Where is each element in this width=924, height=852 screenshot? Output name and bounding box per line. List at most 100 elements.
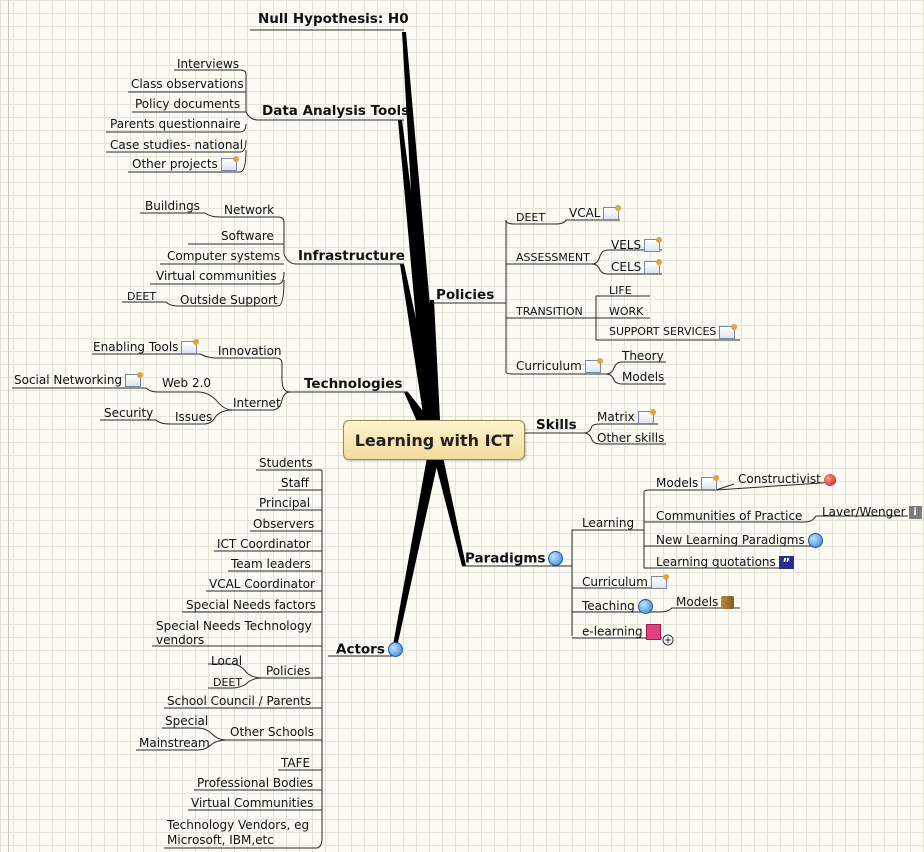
topic-null-hypothesis[interactable]: Null Hypothesis: H0 [258,11,409,27]
subtopic-web20[interactable]: Web 2.0 [162,376,212,390]
subtopic-policy-documents[interactable]: Policy documents [135,97,241,111]
note-icon[interactable] [220,156,239,171]
branch-paradigms [432,450,466,566]
subtopic-professional-bodies[interactable]: Professional Bodies [197,776,314,790]
note-icon[interactable] [644,237,663,252]
subtopic-enabling-tools[interactable]: Enabling Tools [93,339,200,354]
topic-skills[interactable]: Skills [536,417,577,433]
subtopic-sn-tech-vendors-line1[interactable]: Special Needs Technology [156,619,312,633]
note-icon[interactable] [637,409,656,424]
web-icon[interactable] [548,551,564,566]
subtopic-case-studies[interactable]: Case studies- national [110,138,244,152]
subtopic-team-leaders[interactable]: Team leaders [231,557,311,571]
subtopic-sn-tech-vendors-line2[interactable]: vendors [156,633,205,647]
subtopic-innovation[interactable]: Innovation [218,344,282,358]
subtopic-social-networking[interactable]: Social Networking [14,372,144,387]
info-icon[interactable]: i [908,506,922,519]
web-icon[interactable] [387,642,403,657]
subtopic-learning-quotations[interactable]: Learning quotations” [656,555,794,570]
subtopic-actor-deet[interactable]: DEET [213,676,243,689]
note-icon[interactable] [584,358,603,373]
subtopic-local[interactable]: Local [211,654,243,668]
subtopic-matrix[interactable]: Matrix [597,409,656,424]
subtopic-transition[interactable]: TRANSITION [516,305,583,318]
subtopic-new-learning-paradigms[interactable]: New Learning Paradigms [656,533,823,548]
subtopic-special-needs-factors[interactable]: Special Needs factors [186,598,316,612]
subtopic-tech-vendors-line2[interactable]: Microsoft, IBM,etc [167,833,274,847]
subtopic-learning[interactable]: Learning [582,516,635,530]
subtopic-theory[interactable]: Theory [622,349,664,363]
people-icon[interactable] [721,596,735,609]
note-icon[interactable] [125,372,144,387]
subtopic-students[interactable]: Students [259,456,313,470]
note-icon[interactable] [701,475,720,490]
subtopic-staff[interactable]: Staff [281,476,309,490]
subtopic-learning-models[interactable]: Models [656,475,720,490]
subtopic-constructivist[interactable]: Constructivist [738,472,836,486]
subtopic-principal[interactable]: Principal [259,496,311,510]
note-icon[interactable] [603,205,622,220]
topic-policies[interactable]: Policies [436,287,495,303]
quote-icon[interactable]: ” [778,556,794,570]
subtopic-work[interactable]: WORK [609,305,644,318]
subtopic-interviews[interactable]: Interviews [177,57,240,71]
subtopic-ict-coordinator[interactable]: ICT Coordinator [217,537,311,551]
subtopic-other-schools[interactable]: Other Schools [230,725,314,739]
note-icon[interactable] [650,574,669,589]
subtopic-assessment[interactable]: ASSESSMENT [516,251,590,264]
red-circle-icon[interactable] [823,473,836,486]
central-topic[interactable]: Learning with ICT [343,420,525,460]
subtopic-e-learning[interactable]: e-learning [582,624,661,640]
subtopic-teaching[interactable]: Teaching [582,599,653,614]
subtopic-vels[interactable]: VELS [611,237,663,252]
note-icon[interactable] [719,323,738,339]
topic-paradigms[interactable]: Paradigms [465,550,564,567]
paradigms-label: Paradigms [465,550,546,567]
subtopic-other-skills[interactable]: Other skills [597,431,665,445]
subtopic-teaching-models[interactable]: Models [676,595,735,609]
subtopic-curriculum-policies[interactable]: Curriculum [516,358,603,373]
topic-technologies[interactable]: Technologies [304,376,403,392]
subtopic-outside-support[interactable]: Outside Support [180,293,278,307]
subtopic-other-projects[interactable]: Other projects [132,156,239,171]
subtopic-parents-questionnaire[interactable]: Parents questionnaire [110,117,241,131]
subtopic-actor-policies[interactable]: Policies [266,664,311,678]
web-icon[interactable] [807,533,823,548]
topic-infrastructure[interactable]: Infrastructure [298,248,405,264]
subtopic-vcal[interactable]: VCAL [569,205,622,220]
subtopic-cels[interactable]: CELS [611,259,663,274]
pink-attachment-icon[interactable] [645,624,661,640]
subtopic-issues[interactable]: Issues [175,410,213,424]
subtopic-curriculum-paradigms[interactable]: Curriculum [582,574,669,589]
topic-actors[interactable]: Actors [336,642,403,657]
note-icon[interactable] [181,339,200,354]
subtopic-special[interactable]: Special [165,714,209,728]
subtopic-school-council[interactable]: School Council / Parents [167,694,312,708]
subtopic-class-observations[interactable]: Class observations [131,77,244,91]
subtopic-observers[interactable]: Observers [253,517,315,531]
subtopic-policies-deet[interactable]: DEET [516,211,546,224]
subtopic-tech-vendors-line1[interactable]: Technology Vendors, eg [167,818,310,832]
subtopic-mainstream[interactable]: Mainstream [139,736,210,750]
subtopic-virtual-communities[interactable]: Virtual communities [156,269,277,283]
subtopic-life[interactable]: LIFE [609,284,632,297]
subtopic-security[interactable]: Security [104,406,154,420]
subtopic-software[interactable]: Software [221,229,274,243]
subtopic-buildings[interactable]: Buildings [145,199,200,213]
subtopic-deet-support[interactable]: DEET [127,290,157,303]
vels-label: VELS [611,238,642,252]
web-icon[interactable] [637,599,653,614]
subtopic-support-services[interactable]: SUPPORT SERVICES [609,323,738,339]
subtopic-communities-of-practice[interactable]: Communities of Practice [656,509,803,523]
subtopic-vcal-coordinator[interactable]: VCAL Coordinator [209,577,315,591]
expand-icon[interactable] [662,634,674,646]
subtopic-network[interactable]: Network [224,203,275,217]
subtopic-virtual-communities-actors[interactable]: Virtual Communities [191,796,314,810]
subtopic-internet[interactable]: Internet [233,396,281,410]
note-icon[interactable] [644,259,663,274]
subtopic-policies-models[interactable]: Models [622,370,665,384]
topic-data-analysis-tools[interactable]: Data Analysis Tools [262,103,410,119]
subtopic-tafe[interactable]: TAFE [281,756,311,770]
subtopic-computer-systems[interactable]: Computer systems [167,249,281,263]
